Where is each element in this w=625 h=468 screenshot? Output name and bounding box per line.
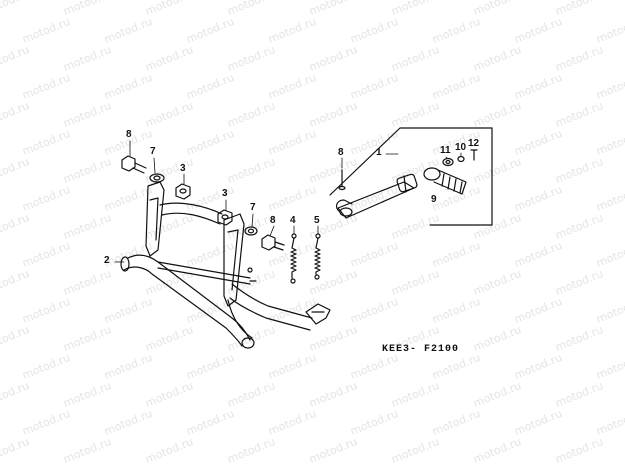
callout-11: 11 [440,145,451,156]
diagram-code: KEE3- F2100 [382,344,460,355]
callout-3: 3 [180,163,186,174]
callout-5: 5 [314,215,320,226]
callout-4: 4 [290,215,296,226]
callout-8: 8 [338,147,344,158]
nut-parts [175,183,233,226]
callout-8: 8 [126,129,132,140]
small-hardware [442,149,478,167]
bolt-parts [121,155,346,251]
callout-9: 9 [431,194,437,205]
callout-1: 1 [376,147,382,158]
leader-lines [114,140,462,263]
collar-parts [149,173,258,236]
callout-8: 8 [270,215,276,226]
pivot-bolt [423,167,467,195]
callout-12: 12 [468,138,480,149]
side-stand [335,173,418,219]
callout-2: 2 [104,255,110,266]
callout-7: 7 [250,202,256,213]
callout-10: 10 [455,142,467,153]
callout-3: 3 [222,188,228,199]
spring-parts [290,233,321,284]
callout-7: 7 [150,146,156,157]
inset-box [329,127,493,226]
main-stand [120,181,331,349]
